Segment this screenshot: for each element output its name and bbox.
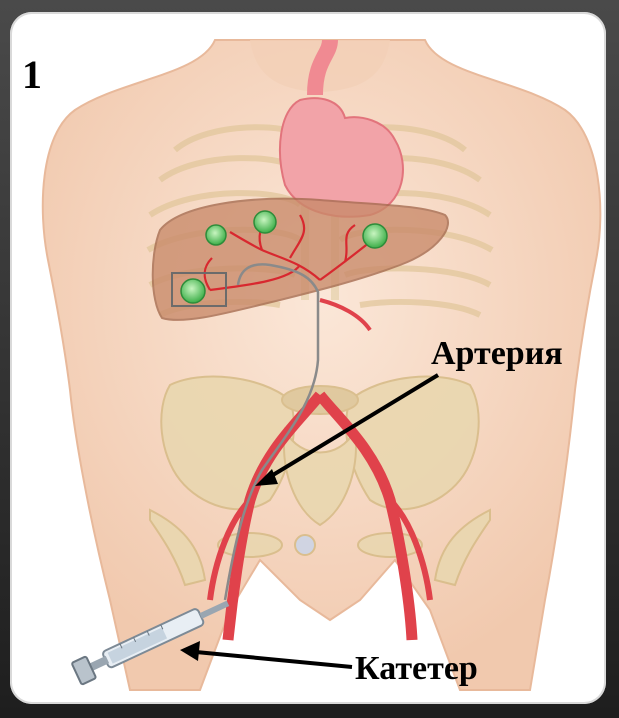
tumor-marker <box>363 224 387 248</box>
tumor-marker <box>206 225 226 245</box>
tumor-marker <box>181 279 205 303</box>
artery-label: Артерия <box>431 337 563 371</box>
step-number: 1 <box>22 55 42 95</box>
catheter-label: Катетер <box>355 652 478 686</box>
tumor-marker <box>254 211 276 233</box>
